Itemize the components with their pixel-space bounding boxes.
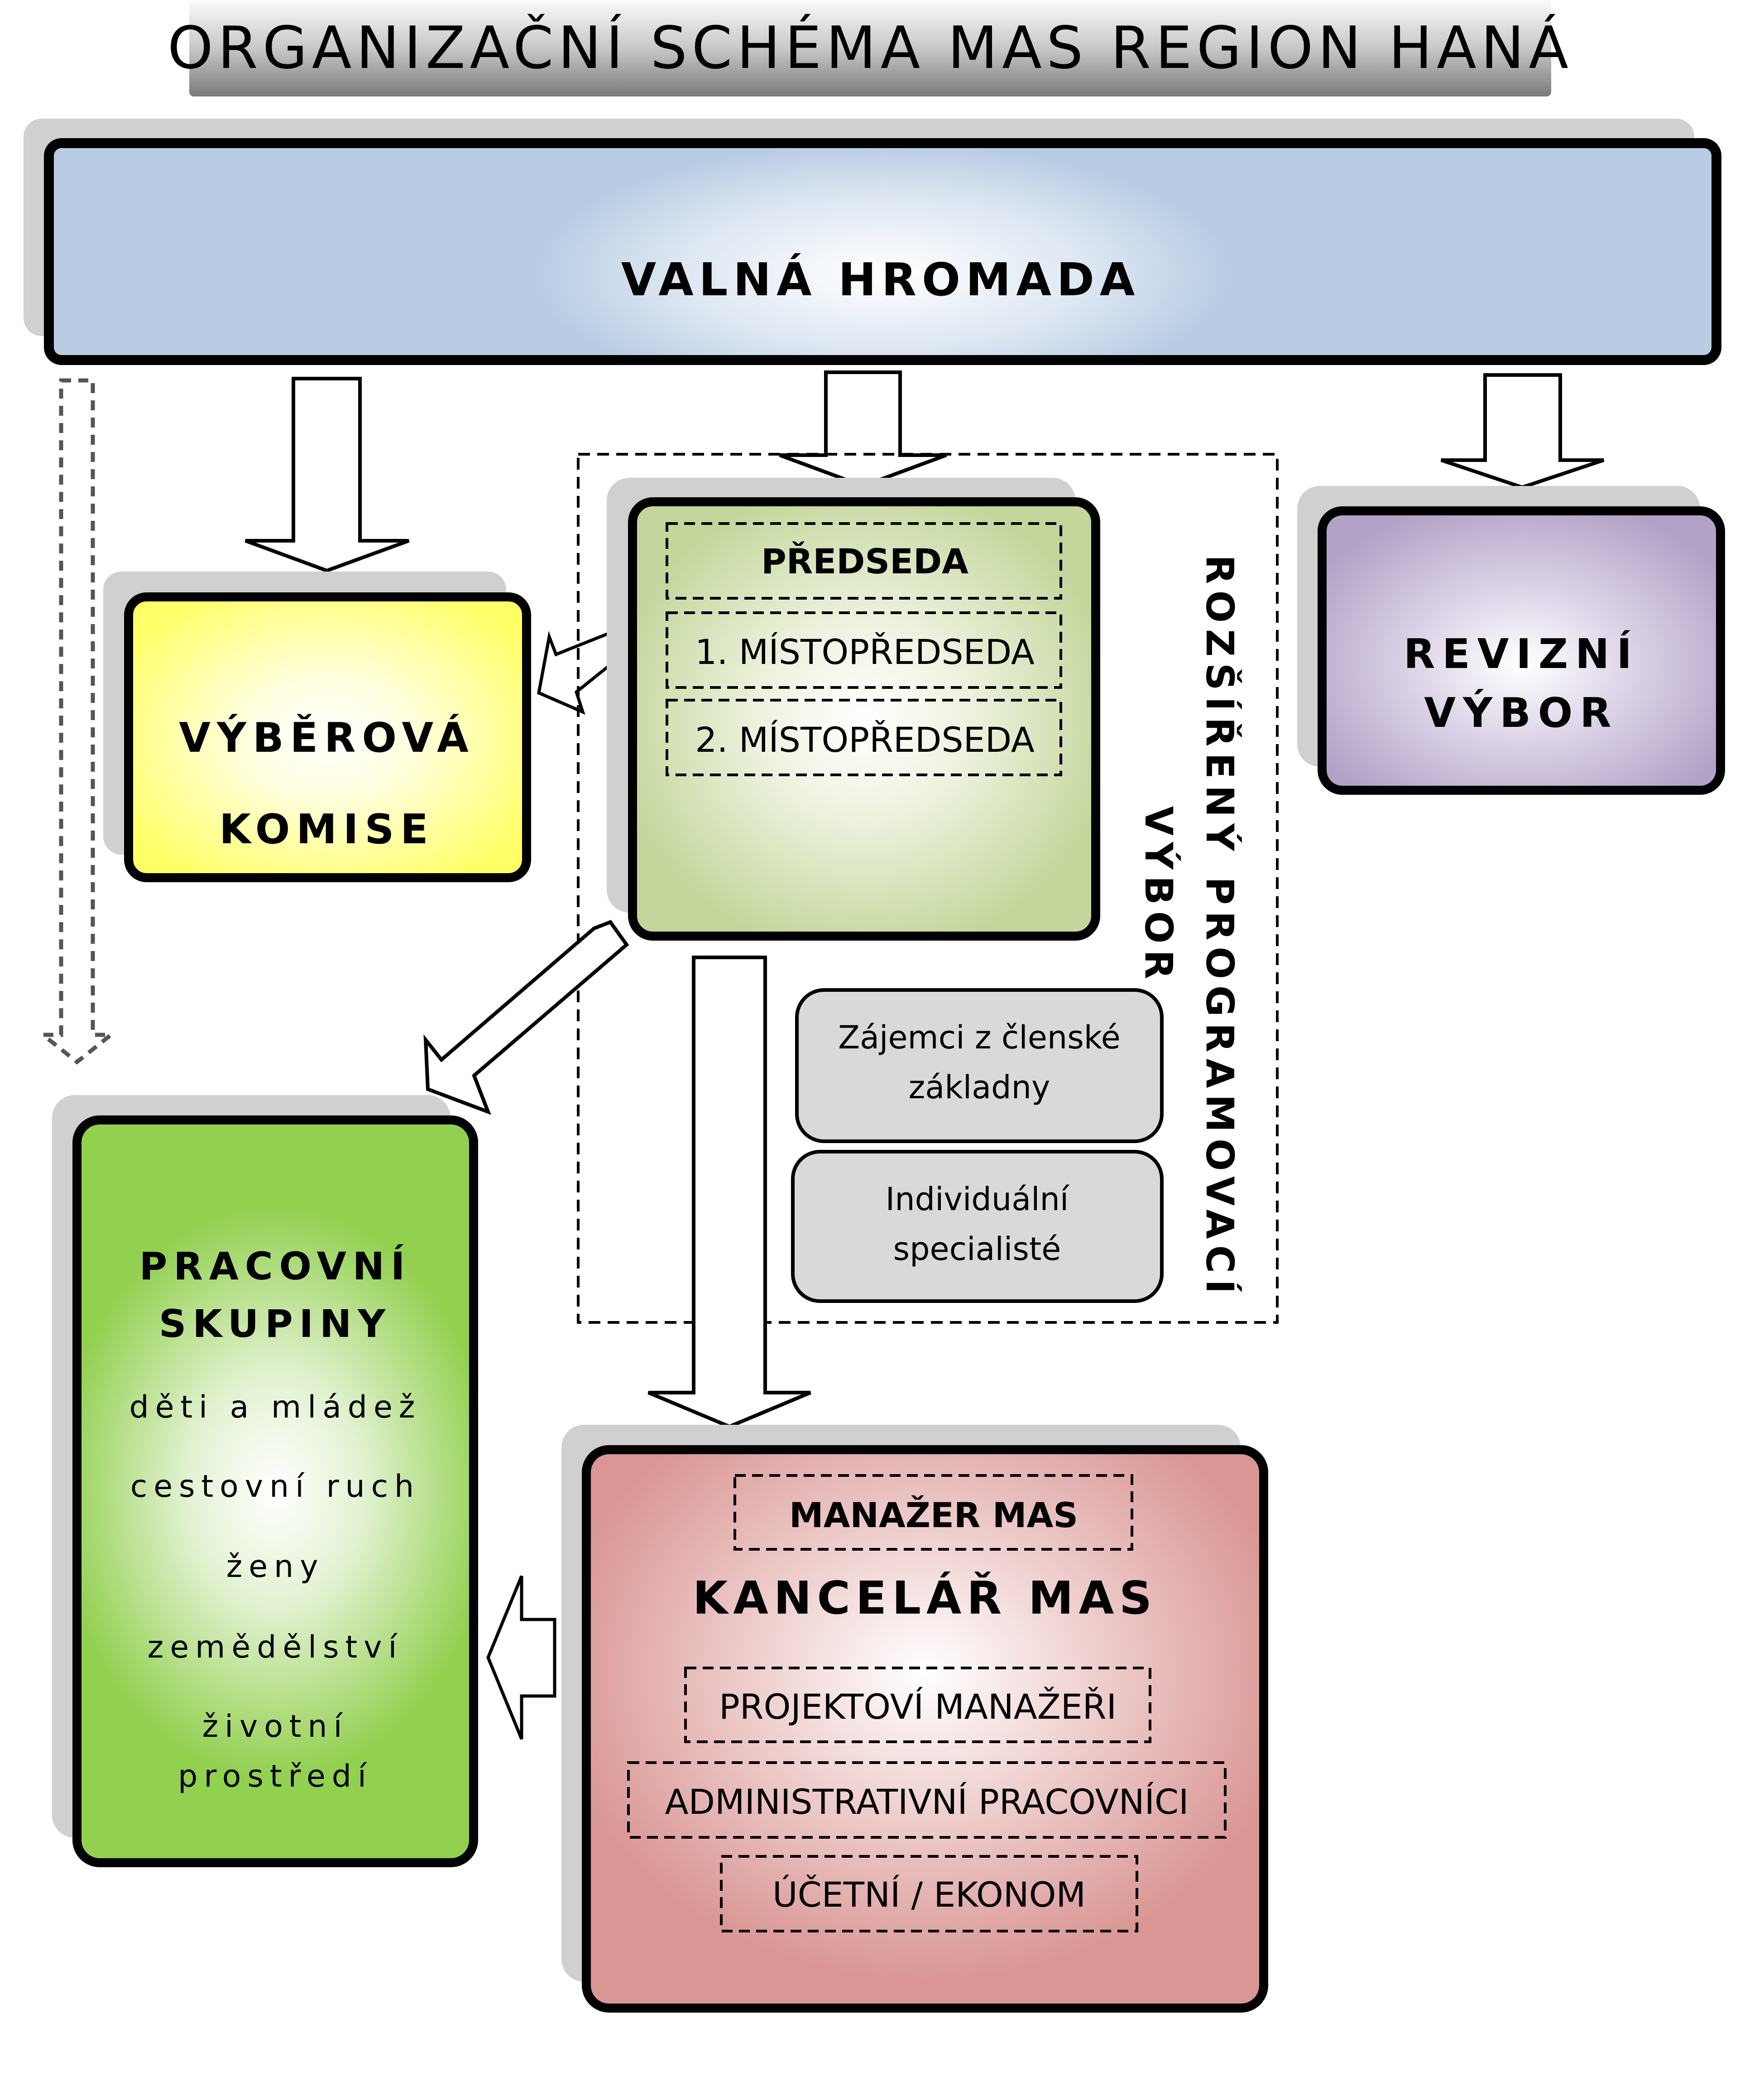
revizni-vybor-label-2: VÝBOR	[1424, 688, 1618, 737]
svg-text:ADMINISTRATIVNÍ PRACOVNÍCI: ADMINISTRATIVNÍ PRACOVNÍCI	[665, 1782, 1189, 1822]
pracovni-skupiny-box: PRACOVNÍ SKUPINY děti a mládež cestovní …	[52, 1095, 478, 1867]
mistopredseda-2-item: 2. MÍSTOPŘEDSEDA	[666, 699, 1062, 776]
rozsireny-programovaci-vybor-boundary	[577, 453, 1279, 1324]
title-banner: ORGANIZAČNÍ SCHÉMA MAS REGION HANÁ	[168, 0, 1573, 96]
arrow-diagonal-icon	[423, 920, 629, 1115]
arrow-down-icon	[244, 377, 410, 573]
rozsireny-programovaci-vybor-label-1: ROZŠÍŘENÝ PROGRAMOVACÍ	[1198, 555, 1242, 1300]
svg-text:Individuální: Individuální	[886, 1181, 1070, 1218]
arrow-down-icon	[647, 956, 811, 1429]
role-item-ucetni: ÚČETNÍ / EKONOM	[720, 1855, 1138, 1932]
group-item: cestovní ruch	[130, 1469, 420, 1504]
kancelar-box: MANAŽER MAS KANCELÁŘ MAS PROJEKTOVÍ MANA…	[561, 1425, 1268, 2013]
svg-text:specialisté: specialisté	[893, 1230, 1061, 1268]
arrow-left-icon	[486, 1575, 556, 1740]
group-item: zemědělství	[148, 1629, 403, 1665]
mistopredseda-1-item: 1. MÍSTOPŘEDSEDA	[666, 611, 1062, 689]
vyberova-komise-label-1: VÝBĚROVÁ	[179, 713, 475, 762]
arrow-down-icon	[1440, 373, 1605, 490]
predseda-item: PŘEDSEDA	[666, 522, 1062, 600]
role-item-projektovi-manazeri: PROJEKTOVÍ MANAŽEŘI	[684, 1667, 1151, 1743]
svg-text:PROJEKTOVÍ MANAŽEŘI: PROJEKTOVÍ MANAŽEŘI	[719, 1686, 1117, 1727]
revizni-vybor-label-1: REVIZNÍ	[1404, 630, 1639, 678]
arrow-down-icon	[779, 370, 947, 488]
role-item-administrativni: ADMINISTRATIVNÍ PRACOVNÍCI	[627, 1761, 1227, 1839]
group-item: životní	[202, 1709, 348, 1744]
group-item: ženy	[226, 1549, 325, 1585]
group-item: děti a mládež	[129, 1389, 422, 1425]
pracovni-skupiny-label-1: PRACOVNÍ	[139, 1244, 412, 1288]
svg-text:ÚČETNÍ / EKONOM: ÚČETNÍ / EKONOM	[772, 1874, 1086, 1915]
svg-text:PŘEDSEDA: PŘEDSEDA	[761, 541, 968, 581]
svg-text:Zájemci z členské: Zájemci z členské	[838, 1019, 1121, 1056]
revizni-vybor-box: REVIZNÍ VÝBOR	[1297, 486, 1725, 795]
svg-text:základny: základny	[909, 1069, 1050, 1106]
kancelar-label: KANCELÁŘ MAS	[693, 1571, 1157, 1624]
vyberova-komise-label-2: KOMISE	[219, 806, 435, 853]
svg-text:1. MÍSTOPŘEDSEDA: 1. MÍSTOPŘEDSEDA	[695, 632, 1035, 672]
pracovni-skupiny-label-2: SKUPINY	[159, 1302, 392, 1346]
rozsireny-programovaci-vybor-label-2: VÝBOR	[1136, 806, 1181, 985]
svg-text:MANAŽER MAS: MANAŽER MAS	[789, 1495, 1078, 1535]
svg-text:2. MÍSTOPŘEDSEDA: 2. MÍSTOPŘEDSEDA	[695, 720, 1035, 760]
dashed-down-arrow-icon	[37, 378, 117, 1065]
predsednictvo-box: PŘEDSEDA 1. MÍSTOPŘEDSEDA 2. MÍSTOPŘEDSE…	[607, 478, 1100, 941]
manazer-mas-item: MANAŽER MAS	[733, 1474, 1133, 1551]
member-box-zajemci: Zájemci z členské základny	[795, 988, 1164, 1143]
group-item: prostředí	[178, 1759, 373, 1794]
page-title: ORGANIZAČNÍ SCHÉMA MAS REGION HANÁ	[168, 14, 1573, 82]
valna-hromada-label: VALNÁ HROMADA	[621, 253, 1141, 306]
valna-hromada-box: VALNÁ HROMADA	[24, 119, 1721, 365]
vyberova-komise-box: VÝBĚROVÁ KOMISE	[103, 572, 531, 882]
member-box-specialiste: Individuální specialisté	[791, 1150, 1164, 1303]
